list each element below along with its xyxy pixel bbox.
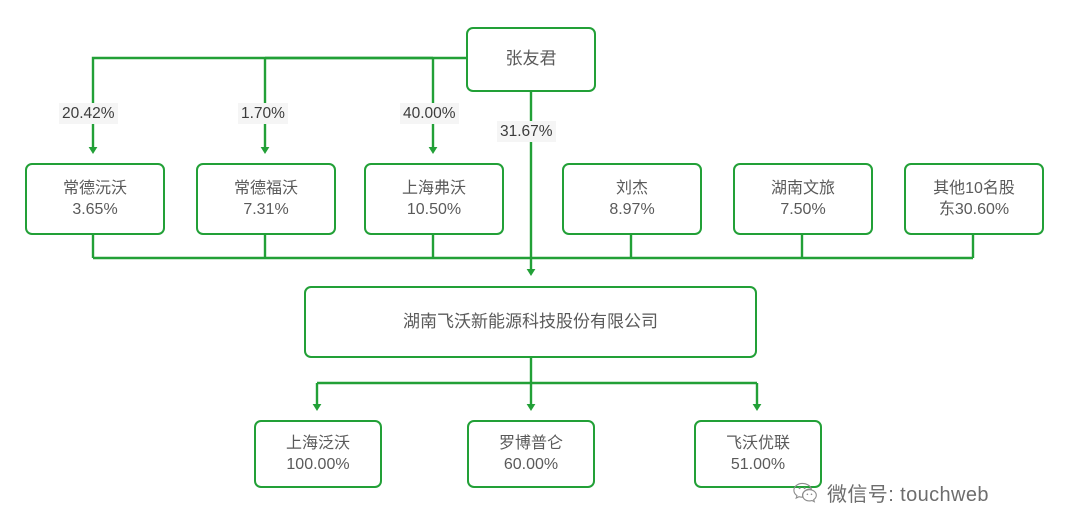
edge-label-31-67: 31.67% bbox=[497, 121, 556, 143]
shareholder-name: 湖南文旅 bbox=[770, 179, 835, 197]
subsidiary-name: 上海泛沃 bbox=[285, 434, 350, 452]
edge-label-20-42: 20.42% bbox=[59, 103, 118, 125]
shareholder-percent: 东30.60% bbox=[938, 201, 1010, 218]
shareholder-name: 常德福沃 bbox=[233, 179, 298, 197]
watermark-text: 微信号: touchweb bbox=[827, 484, 989, 506]
node-shareholder-other-10[interactable]: 其他10名股 东30.60% bbox=[904, 163, 1044, 235]
shareholder-percent: 3.65% bbox=[72, 201, 118, 218]
node-shareholder-hunan-wenlv[interactable]: 湖南文旅 7.50% bbox=[733, 163, 873, 235]
node-subsidiary-shanghai-fanwo[interactable]: 上海泛沃 100.00% bbox=[254, 420, 382, 488]
subsidiary-percent: 100.00% bbox=[286, 456, 350, 473]
edge-label-1-70: 1.70% bbox=[238, 103, 288, 125]
subsidiary-name: 罗博普仑 bbox=[498, 434, 563, 452]
watermark: 微信号: touchweb bbox=[792, 478, 989, 507]
subsidiary-percent: 51.00% bbox=[730, 456, 786, 473]
node-subsidiary-luobopulun[interactable]: 罗博普仑 60.00% bbox=[467, 420, 595, 488]
shareholder-name: 刘杰 bbox=[615, 179, 648, 197]
shareholder-percent: 7.31% bbox=[243, 201, 289, 218]
shareholder-percent: 8.97% bbox=[609, 201, 655, 218]
edge-label-40-00: 40.00% bbox=[400, 103, 459, 125]
node-subsidiary-feiwo-youlian[interactable]: 飞沃优联 51.00% bbox=[694, 420, 822, 488]
shareholder-percent: 10.50% bbox=[406, 201, 462, 218]
node-shareholder-shanghai-fuwo[interactable]: 上海弗沃 10.50% bbox=[364, 163, 504, 235]
wechat-icon bbox=[793, 482, 817, 503]
node-shareholder-liujie[interactable]: 刘杰 8.97% bbox=[562, 163, 702, 235]
subsidiary-percent: 60.00% bbox=[503, 456, 559, 473]
shareholder-name: 其他10名股 bbox=[933, 179, 1015, 197]
node-root-person[interactable]: 张友君 bbox=[466, 27, 596, 92]
shareholder-name: 上海弗沃 bbox=[401, 179, 466, 197]
node-shareholder-changde-fuwo[interactable]: 常德福沃 7.31% bbox=[196, 163, 336, 235]
shareholder-name: 常德沅沃 bbox=[62, 179, 127, 197]
subsidiary-name: 飞沃优联 bbox=[725, 434, 790, 452]
node-shareholder-changde-yuanwo[interactable]: 常德沅沃 3.65% bbox=[25, 163, 165, 235]
company-name: 湖南飞沃新能源科技股份有限公司 bbox=[403, 311, 658, 331]
shareholder-percent: 7.50% bbox=[780, 201, 826, 218]
node-root-name: 张友君 bbox=[505, 49, 557, 69]
node-company[interactable]: 湖南飞沃新能源科技股份有限公司 bbox=[304, 286, 757, 358]
